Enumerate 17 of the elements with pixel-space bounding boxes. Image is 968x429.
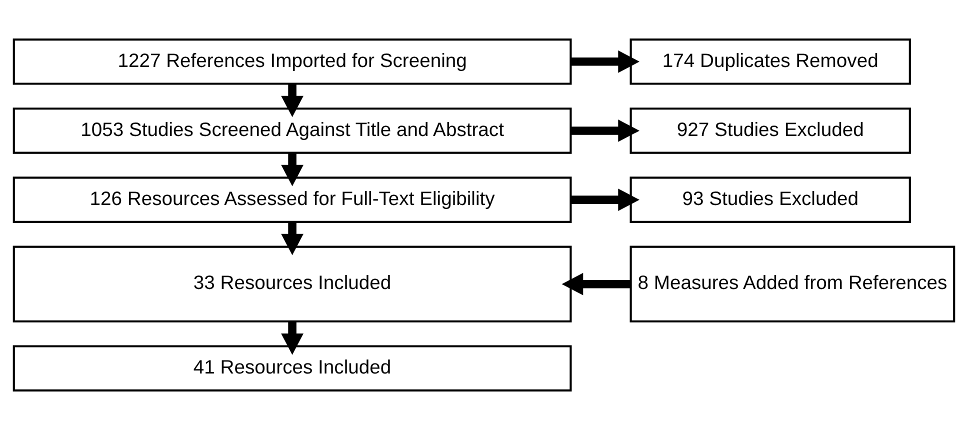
arrow [281, 84, 304, 117]
node-box: 8 Measures Added from References [630, 245, 956, 322]
arrow [281, 320, 304, 354]
arrow [562, 272, 630, 295]
arrow [281, 222, 304, 255]
node-box: 33 Resources Included [12, 245, 572, 322]
arrow [571, 188, 640, 211]
node-box: 1053 Studies Screened Against Title and Abstract [12, 107, 572, 154]
node-box: 93 Studies Excluded [630, 176, 911, 222]
arrow [571, 50, 640, 72]
arrow [571, 119, 640, 142]
node-box: 1227 References Imported for Screening [12, 38, 572, 84]
node-box: 927 Studies Excluded [630, 107, 911, 154]
node-box: 126 Resources Assessed for Full-Text Eligibility [12, 176, 572, 222]
node-box: 41 Resources Included [12, 344, 572, 392]
arrow [281, 152, 304, 186]
node-box: 174 Duplicates Removed [630, 38, 911, 84]
